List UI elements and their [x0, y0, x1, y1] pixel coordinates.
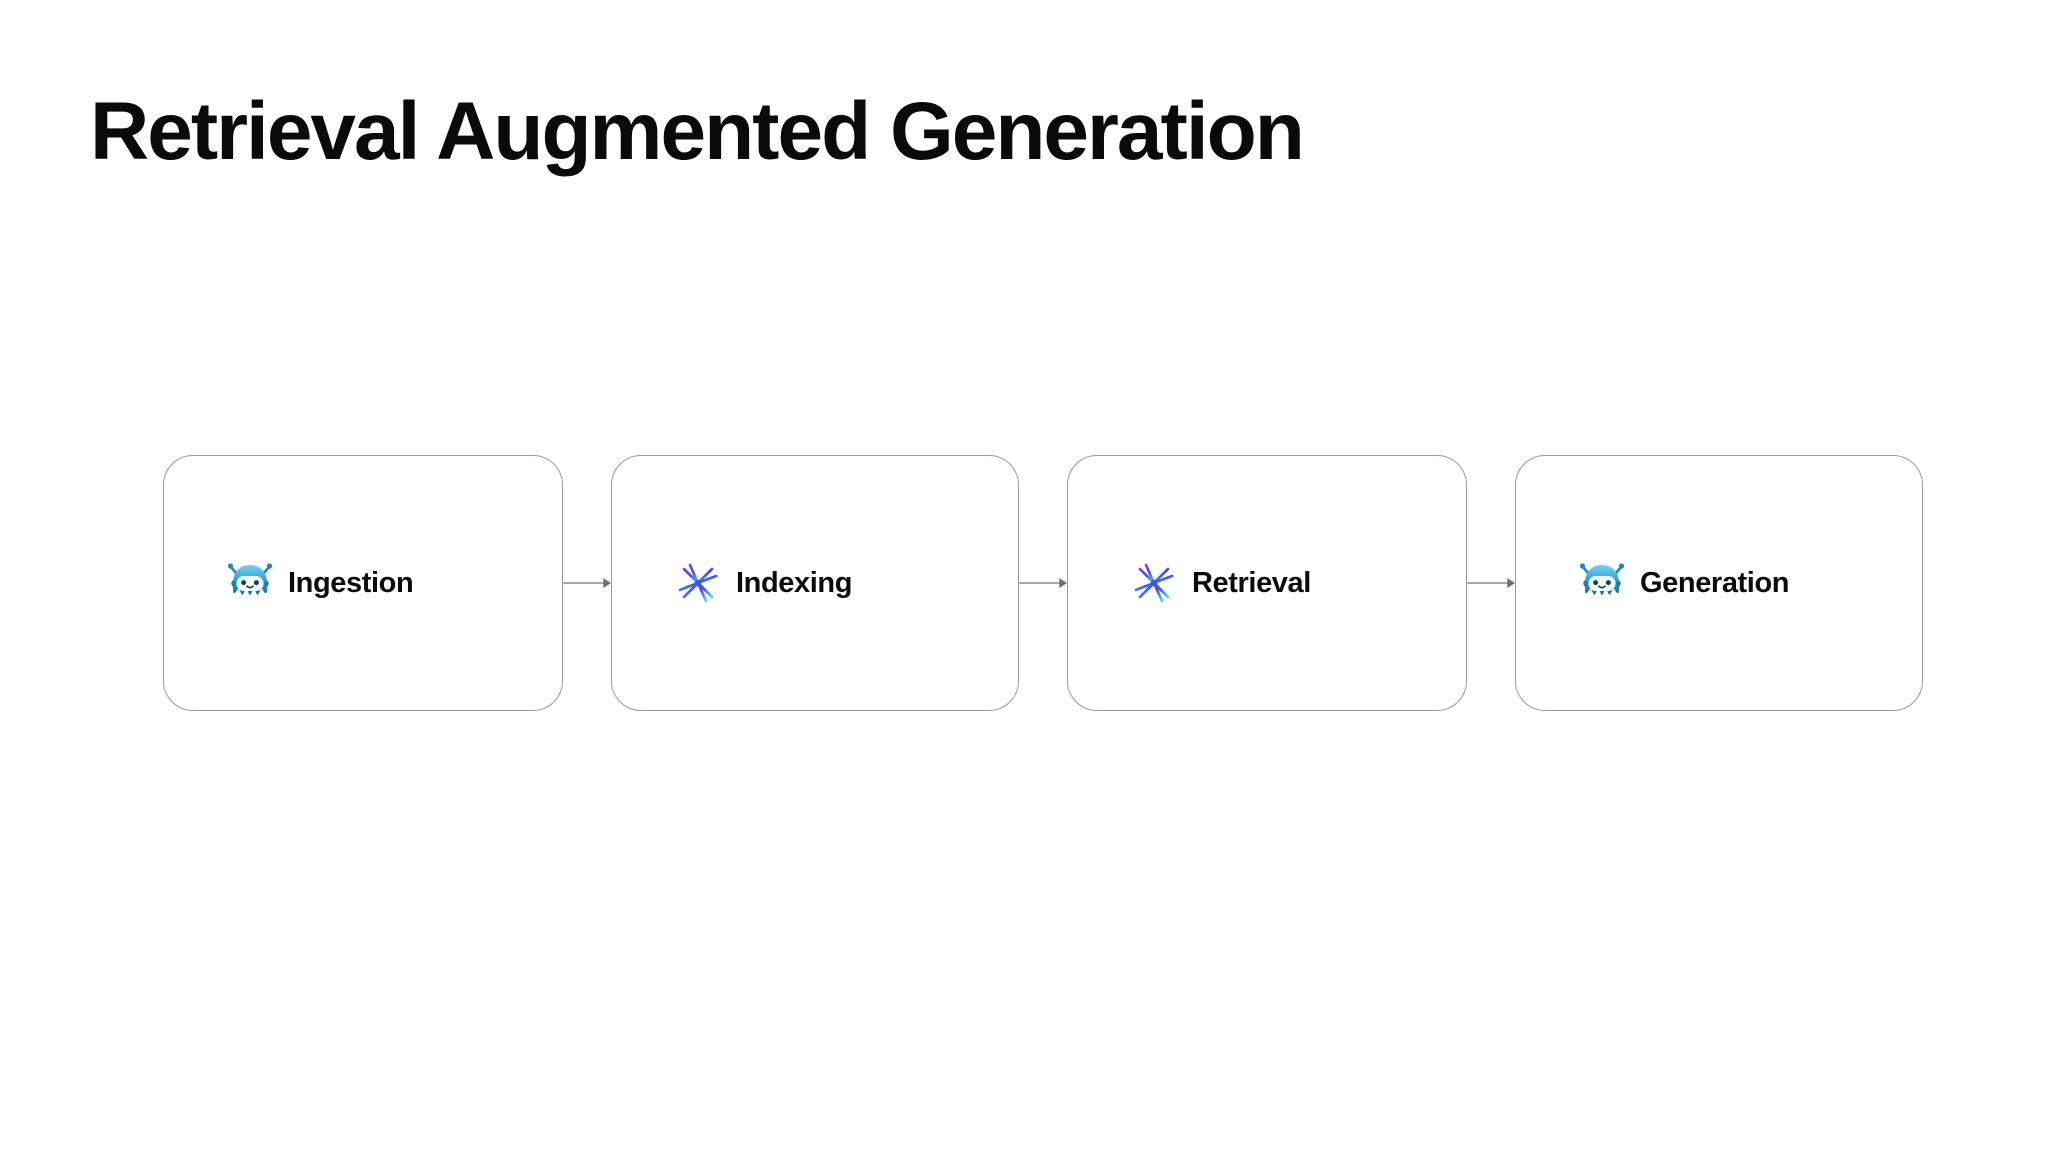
node-label-generation: Generation — [1640, 566, 1790, 599]
connector-indexing-to-retrieval — [1019, 568, 1067, 598]
connector-retrieval-to-generation — [1467, 568, 1515, 598]
octopus-mascot-icon — [1578, 559, 1626, 607]
node-content: Ingestion — [164, 559, 414, 607]
sparkle-burst-icon — [1130, 559, 1178, 607]
pipeline-node-indexing[interactable]: Indexing — [611, 455, 1019, 711]
pipeline-node-generation[interactable]: Generation — [1515, 455, 1923, 711]
node-label-ingestion: Ingestion — [288, 566, 414, 599]
sparkle-burst-icon — [674, 559, 722, 607]
connector-ingestion-to-indexing — [563, 568, 611, 598]
rag-pipeline-diagram: Ingestion — [163, 455, 1923, 711]
node-label-indexing: Indexing — [736, 566, 853, 599]
node-content: Indexing — [612, 559, 852, 607]
pipeline-node-ingestion[interactable]: Ingestion — [163, 455, 563, 711]
node-content: Retrieval — [1068, 559, 1311, 607]
octopus-mascot-icon — [226, 559, 274, 607]
pipeline-node-retrieval[interactable]: Retrieval — [1067, 455, 1467, 711]
node-label-retrieval: Retrieval — [1192, 566, 1311, 599]
page-title: Retrieval Augmented Generation — [90, 86, 1305, 177]
node-content: Generation — [1516, 559, 1789, 607]
